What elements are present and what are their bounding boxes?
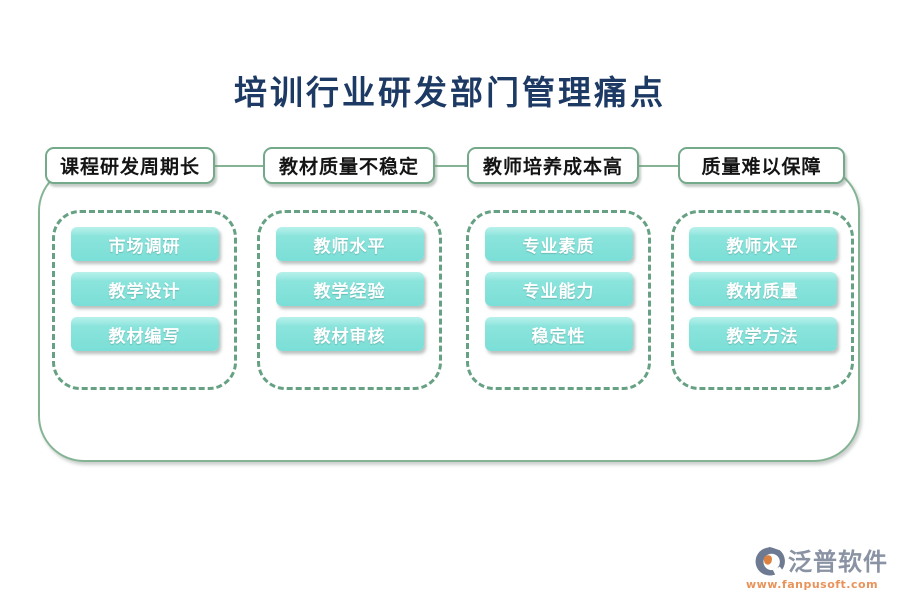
item-chip: 稳定性 [484, 317, 633, 351]
item-chip: 教学经验 [275, 272, 424, 306]
group-header-material-quality: 教材质量不稳定 [263, 147, 435, 184]
item-chip: 教材质量 [688, 272, 837, 306]
group-box-quality-guarantee: 教师水平 教材质量 教学方法 [671, 210, 854, 390]
item-chip: 教材审核 [275, 317, 424, 351]
group-header-course-cycle: 课程研发周期长 [45, 147, 215, 184]
group-header-teacher-cost: 教师培养成本高 [467, 147, 639, 184]
item-chip: 专业能力 [484, 272, 633, 306]
brand-name: 泛普软件 [788, 546, 888, 576]
brand-website: www.fanpusoft.com [745, 578, 879, 591]
group-box-material-quality: 教师水平 教学经验 教材审核 [257, 210, 442, 390]
item-chip: 市场调研 [70, 227, 219, 261]
item-chip: 教学设计 [70, 272, 219, 306]
item-chip: 教材编写 [70, 317, 219, 351]
group-box-teacher-cost: 专业素质 专业能力 稳定性 [466, 210, 651, 390]
item-chip: 专业素质 [484, 227, 633, 261]
item-chip: 教师水平 [688, 227, 837, 261]
group-box-course-cycle: 市场调研 教学设计 教材编写 [52, 210, 237, 390]
item-chip: 教师水平 [275, 227, 424, 261]
fanpu-logo: 泛普软件 www.fanpusoft.com [736, 546, 888, 591]
fanpu-logo-icon [755, 546, 785, 577]
main-rounded-container [38, 165, 860, 462]
item-chip: 教学方法 [688, 317, 837, 351]
group-header-quality-guarantee: 质量难以保障 [678, 147, 845, 184]
page-title: 培训行业研发部门管理痛点 [234, 73, 666, 112]
